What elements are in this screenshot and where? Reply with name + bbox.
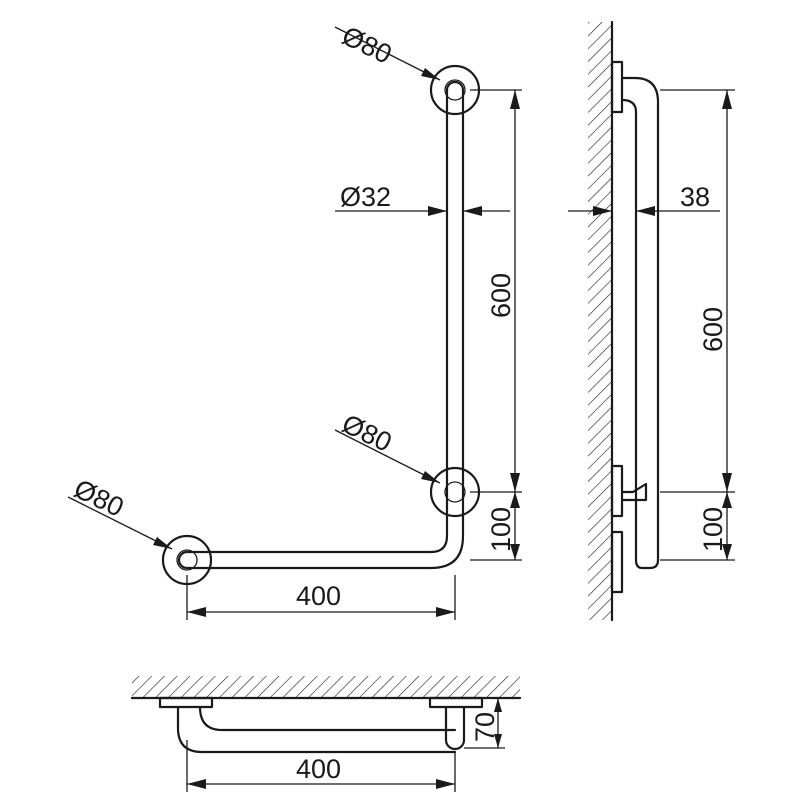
- side-dimension-height-600: 600: [660, 89, 735, 493]
- label-tube-diameter: Ø32: [340, 182, 391, 212]
- top-view: 70 400: [130, 676, 522, 792]
- label-depth-70: 70: [470, 712, 500, 742]
- top-view-tube: [176, 705, 466, 754]
- leader-diameter-left: Ø80: [67, 473, 173, 550]
- top-wall-hatching: [132, 676, 520, 698]
- top-view-left-flange: [158, 696, 214, 709]
- l-shaped-tube: [177, 80, 465, 570]
- side-dimension-height-100: 100: [660, 492, 735, 561]
- label-diameter-left: Ø80: [69, 473, 128, 522]
- dimension-offset-38: 38: [568, 182, 720, 216]
- label-height-100: 100: [486, 507, 516, 552]
- leader-diameter-top: Ø80: [334, 20, 441, 81]
- wall-hatching: [588, 22, 612, 620]
- label-offset-38: 38: [680, 182, 710, 212]
- top-view-right-flange: [428, 696, 484, 709]
- dimension-depth-70: 70: [464, 697, 505, 749]
- dimension-width-400: 400: [186, 575, 456, 620]
- label-height-600: 600: [486, 273, 516, 318]
- side-middle-flange: [610, 464, 624, 518]
- side-top-flange: [610, 60, 624, 114]
- dimension-height-100: 100: [470, 492, 522, 561]
- side-tube: [620, 76, 660, 570]
- dimension-top-width-400: 400: [186, 740, 456, 792]
- side-bottom-flange: [610, 530, 624, 594]
- label-width-400: 400: [296, 581, 341, 611]
- label-diameter-middle: Ø80: [337, 408, 396, 457]
- label-top-width-400: 400: [296, 754, 341, 784]
- side-view: 38 600 100: [568, 20, 735, 622]
- dimension-tube-diameter: Ø32: [335, 182, 510, 216]
- label-diameter-top: Ø80: [337, 20, 396, 69]
- label-side-height-600: 600: [698, 307, 728, 352]
- leader-diameter-middle: Ø80: [334, 408, 441, 484]
- front-view: Ø80 Ø32 Ø80 Ø80 600: [67, 20, 522, 620]
- label-side-height-100: 100: [698, 507, 728, 552]
- dimension-height-600: 600: [470, 89, 522, 493]
